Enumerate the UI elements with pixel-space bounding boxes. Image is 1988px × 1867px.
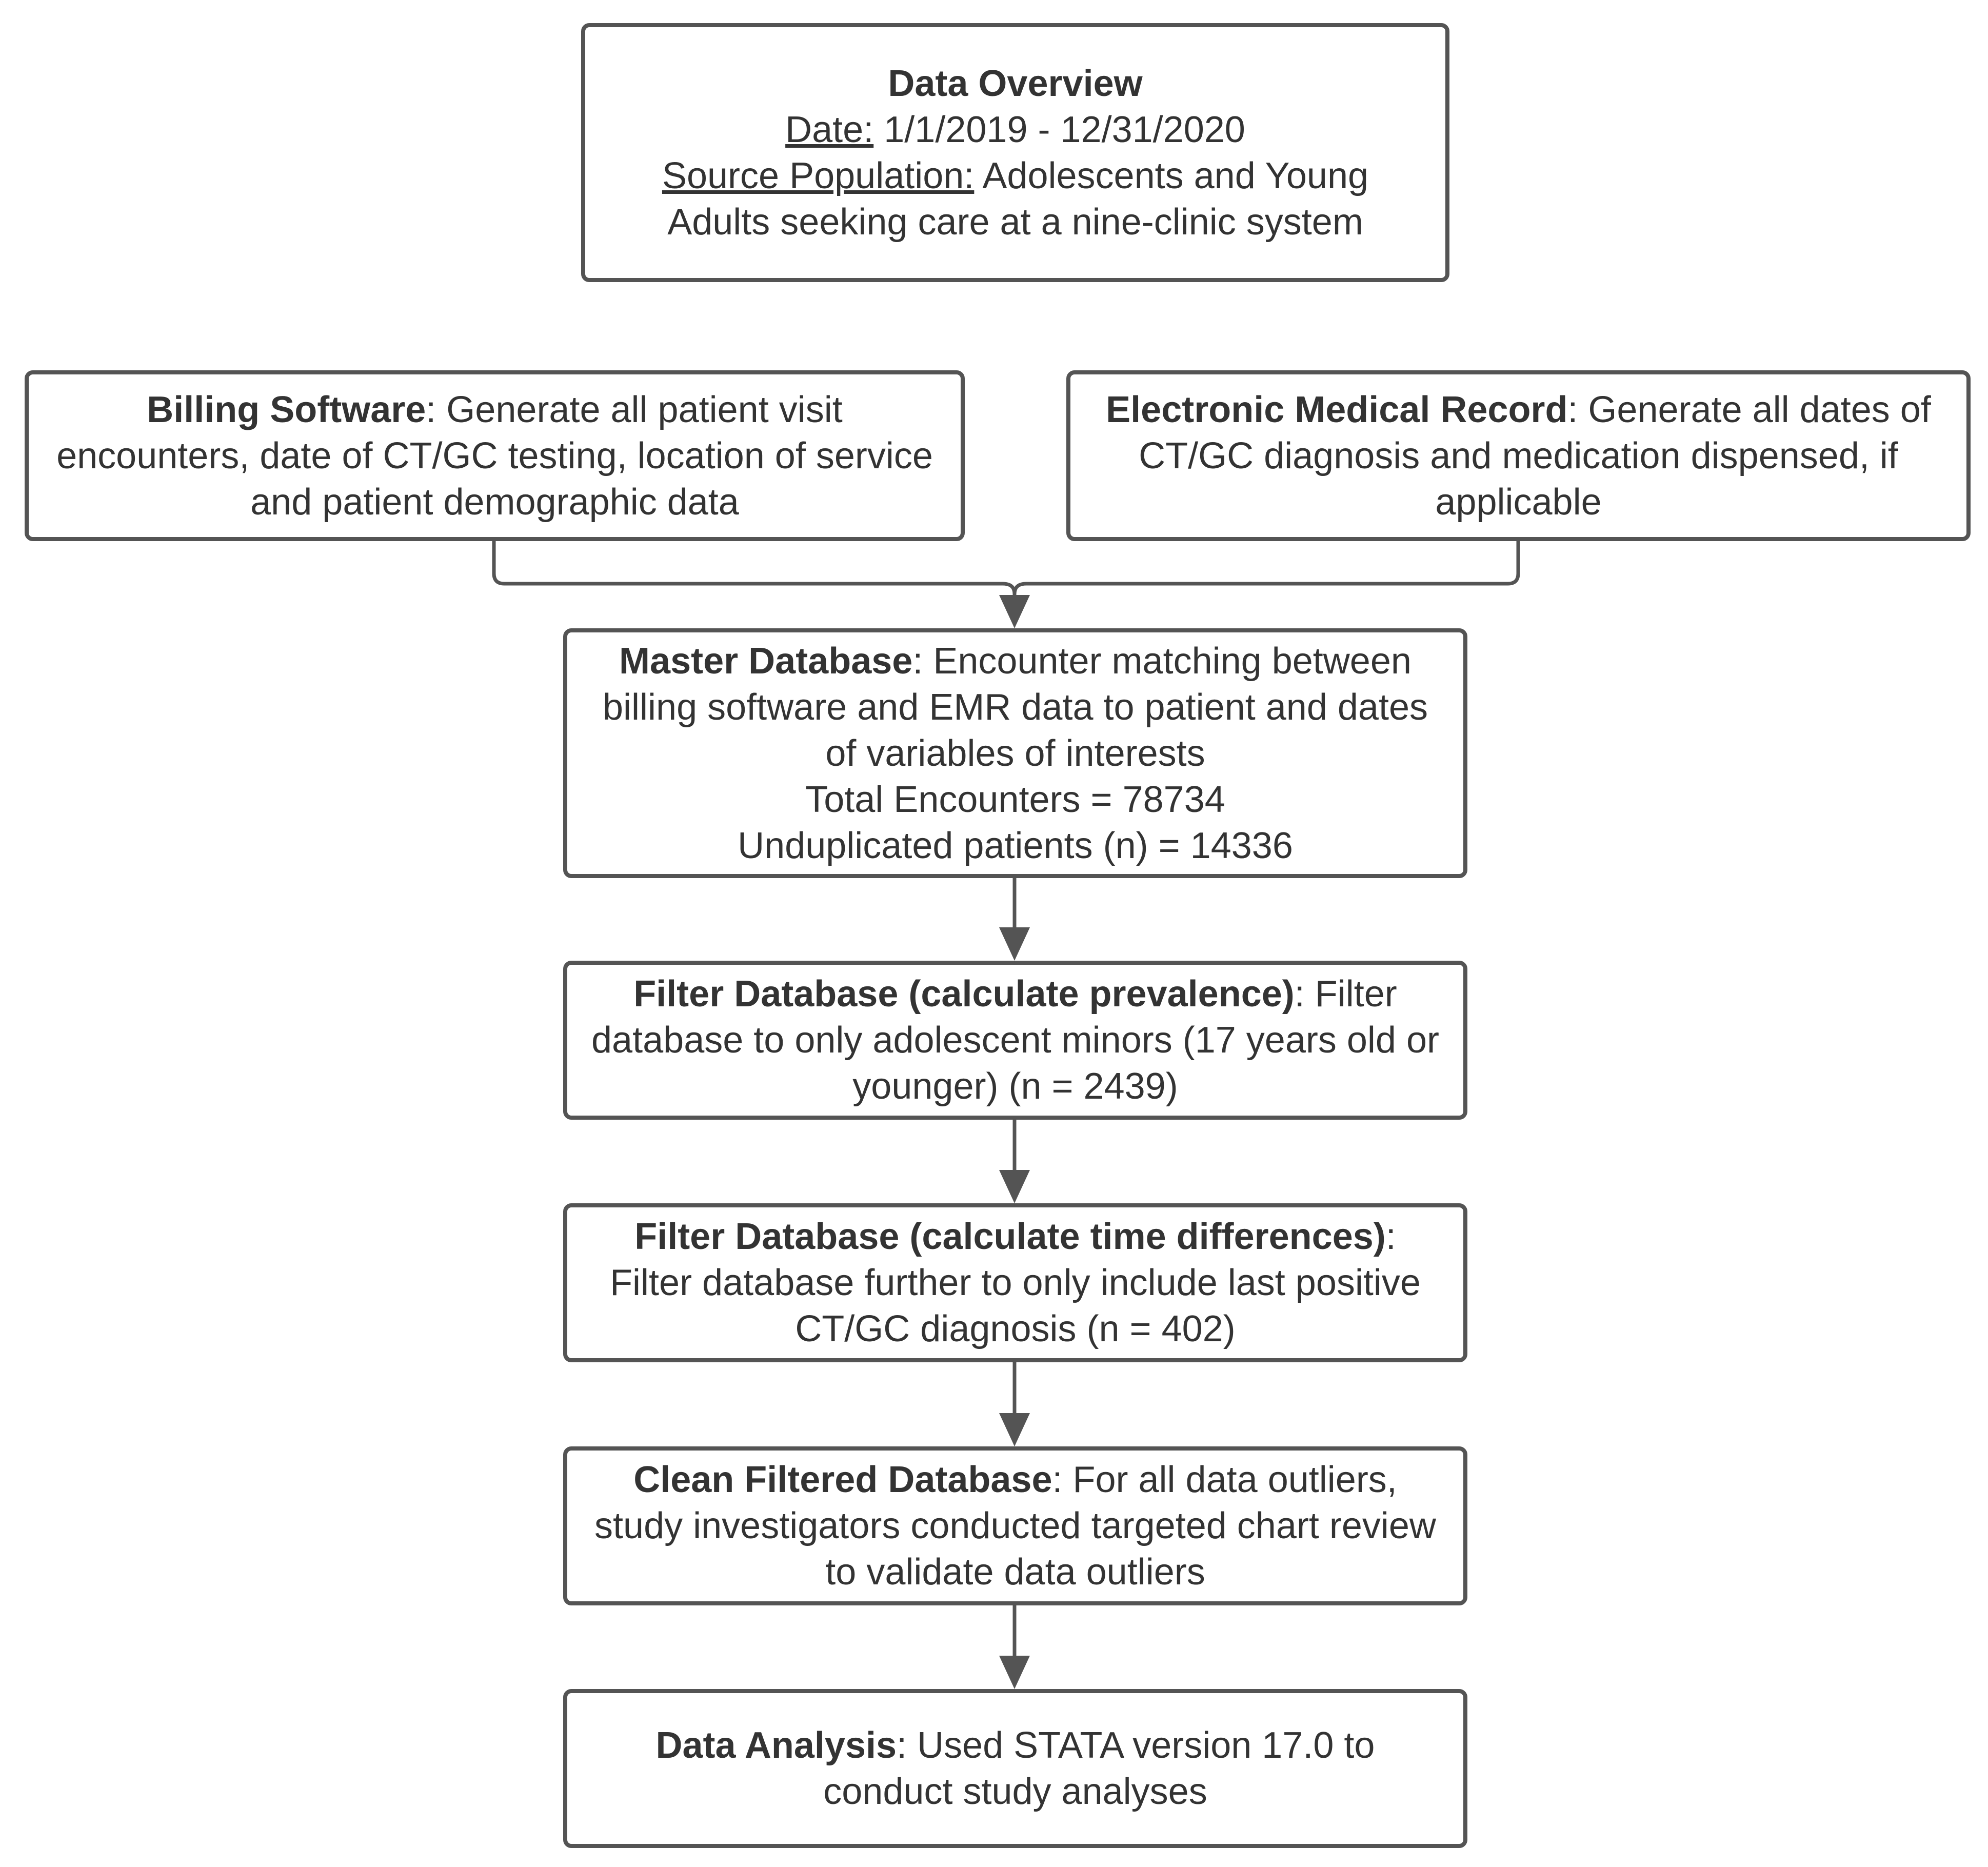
master-line-1: Master Database: Encounter matching betw…: [578, 638, 1453, 684]
clean-line-2: study investigators conducted targeted c…: [594, 1505, 1436, 1546]
filter-prevalence-line-3: younger) (n = 2439): [852, 1066, 1178, 1107]
emr-line-1: Electronic Medical Record: Generate all …: [1081, 387, 1956, 433]
master-total-encounters: Total Encounters = 78734: [805, 779, 1225, 820]
billing-title: Billing Software: [147, 389, 426, 430]
analysis-line-2: conduct study analyses: [823, 1771, 1207, 1812]
data-analysis-box: Data Analysis: Used STATA version 17.0 t…: [563, 1689, 1467, 1848]
arrowhead-filter2: [999, 1170, 1030, 1203]
connector-billing-to-master: [492, 541, 1017, 594]
arrowhead-analysis: [999, 1656, 1030, 1689]
filter-prevalence-line-2: database to only adolescent minors (17 y…: [591, 1020, 1439, 1061]
master-text-1: : Encounter matching between: [912, 640, 1412, 682]
population-label: Source Population:: [662, 155, 975, 196]
filter-prevalence-line-1: Filter Database (calculate prevalence): …: [578, 971, 1453, 1017]
filter-time-box: Filter Database (calculate time differen…: [563, 1203, 1467, 1362]
arrowhead-filter1: [999, 927, 1030, 961]
emr-title: Electronic Medical Record: [1106, 389, 1568, 430]
emr-box: Electronic Medical Record: Generate all …: [1066, 370, 1971, 541]
master-database-box: Master Database: Encounter matching betw…: [563, 628, 1467, 878]
filter-time-line-2: Filter database further to only include …: [610, 1262, 1421, 1303]
emr-line-3: applicable: [1435, 481, 1602, 523]
population-value: Adolescents and Young: [974, 155, 1369, 196]
population-value-continued: Adults seeking care at a nine-clinic sys…: [667, 201, 1363, 243]
billing-line-1: Billing Software: Generate all patient v…: [39, 387, 950, 433]
data-overview-date: Date: 1/1/2019 - 12/31/2020: [595, 107, 1435, 153]
clean-database-box: Clean Filtered Database: For all data ou…: [563, 1446, 1467, 1605]
connector-emr-to-master: [1012, 541, 1520, 594]
master-line-2: billing software and EMR data to patient…: [603, 686, 1428, 728]
clean-line-3: to validate data outliers: [825, 1552, 1205, 1593]
arrowhead-master: [999, 595, 1030, 628]
filter-time-line-1: Filter Database (calculate time differen…: [578, 1214, 1453, 1260]
data-overview-population: Source Population: Adolescents and Young: [595, 153, 1435, 199]
billing-software-box: Billing Software: Generate all patient v…: [25, 370, 965, 541]
master-line-3: of variables of interests: [825, 732, 1205, 774]
analysis-title: Data Analysis: [655, 1725, 897, 1766]
data-overview-box: Data Overview Date: 1/1/2019 - 12/31/202…: [581, 23, 1449, 282]
data-overview-title: Data Overview: [888, 63, 1143, 104]
filter-time-text-1: :: [1385, 1216, 1396, 1257]
date-label: Date:: [785, 109, 874, 150]
emr-text-1: : Generate all dates of: [1567, 389, 1931, 430]
arrowhead-clean: [999, 1413, 1030, 1446]
billing-line-3: and patient demographic data: [250, 481, 739, 523]
analysis-line-1: Data Analysis: Used STATA version 17.0 t…: [578, 1722, 1453, 1769]
analysis-text-1: : Used STATA version 17.0 to: [897, 1725, 1375, 1766]
clean-title: Clean Filtered Database: [633, 1459, 1052, 1500]
filter-time-title: Filter Database (calculate time differen…: [634, 1216, 1386, 1257]
billing-text-1: : Generate all patient visit: [426, 389, 843, 430]
filter-time-line-3: CT/GC diagnosis (n = 402): [795, 1308, 1236, 1349]
master-title: Master Database: [619, 640, 913, 682]
filter-prevalence-box: Filter Database (calculate prevalence): …: [563, 961, 1467, 1120]
emr-line-2: CT/GC diagnosis and medication dispensed…: [1139, 435, 1898, 476]
date-value: 1/1/2019 - 12/31/2020: [873, 109, 1245, 150]
filter-prevalence-text-1: : Filter: [1294, 974, 1397, 1015]
clean-line-1: Clean Filtered Database: For all data ou…: [578, 1457, 1453, 1503]
billing-line-2: encounters, date of CT/GC testing, locat…: [56, 435, 933, 476]
master-unduplicated-patients: Unduplicated patients (n) = 14336: [738, 825, 1293, 866]
filter-prevalence-title: Filter Database (calculate prevalence): [633, 974, 1295, 1015]
clean-text-1: : For all data outliers,: [1052, 1459, 1397, 1500]
